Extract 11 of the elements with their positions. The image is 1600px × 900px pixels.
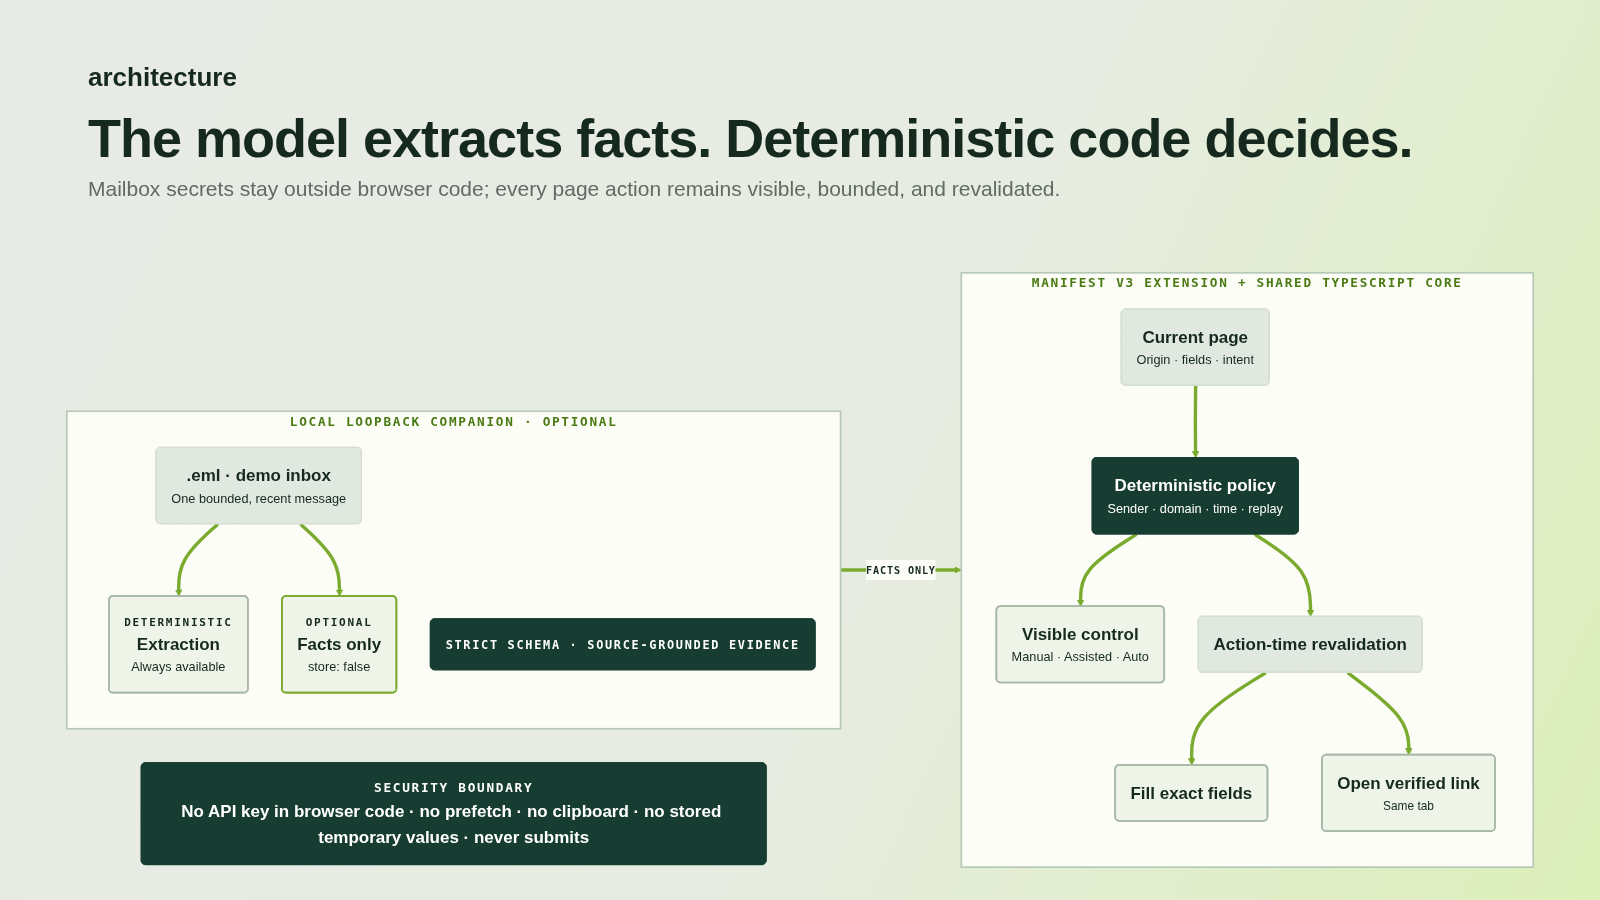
arrow — [1346, 671, 1413, 756]
arrow — [1187, 671, 1267, 766]
title: The model extracts facts. Deterministic code decides. — [88, 107, 1413, 169]
arrow — [1191, 385, 1200, 459]
header-label: architecture — [88, 62, 237, 93]
edge-label: FACTS ONLY — [866, 564, 936, 577]
subtitle: Mailbox secrets stay outside browser code; every page action remains visible, bounded, and revalidated. — [88, 177, 1061, 201]
arrow — [1076, 532, 1138, 607]
arrow — [175, 522, 219, 597]
arrow — [1253, 532, 1315, 618]
arrow — [299, 522, 344, 597]
